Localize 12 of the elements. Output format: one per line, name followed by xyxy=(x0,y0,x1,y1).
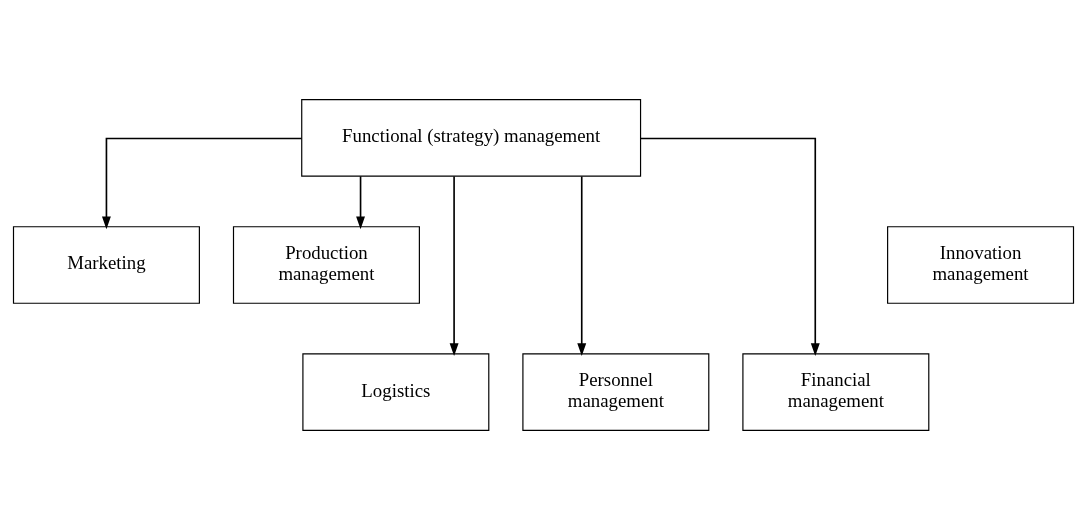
node-box: Innovation management xyxy=(887,225,1075,304)
arrow xyxy=(102,137,303,229)
node-box: Functional (strategy) management xyxy=(301,98,642,177)
node-box: Personnel management xyxy=(522,352,710,431)
node-box: Marketing xyxy=(12,225,200,304)
node-box: Financial management xyxy=(742,352,930,431)
arrow xyxy=(639,137,820,356)
arrow xyxy=(356,175,365,229)
node-box: Logistics xyxy=(302,352,490,431)
arrow xyxy=(449,175,459,356)
arrow xyxy=(577,175,587,356)
node-box: Production management xyxy=(232,225,420,304)
